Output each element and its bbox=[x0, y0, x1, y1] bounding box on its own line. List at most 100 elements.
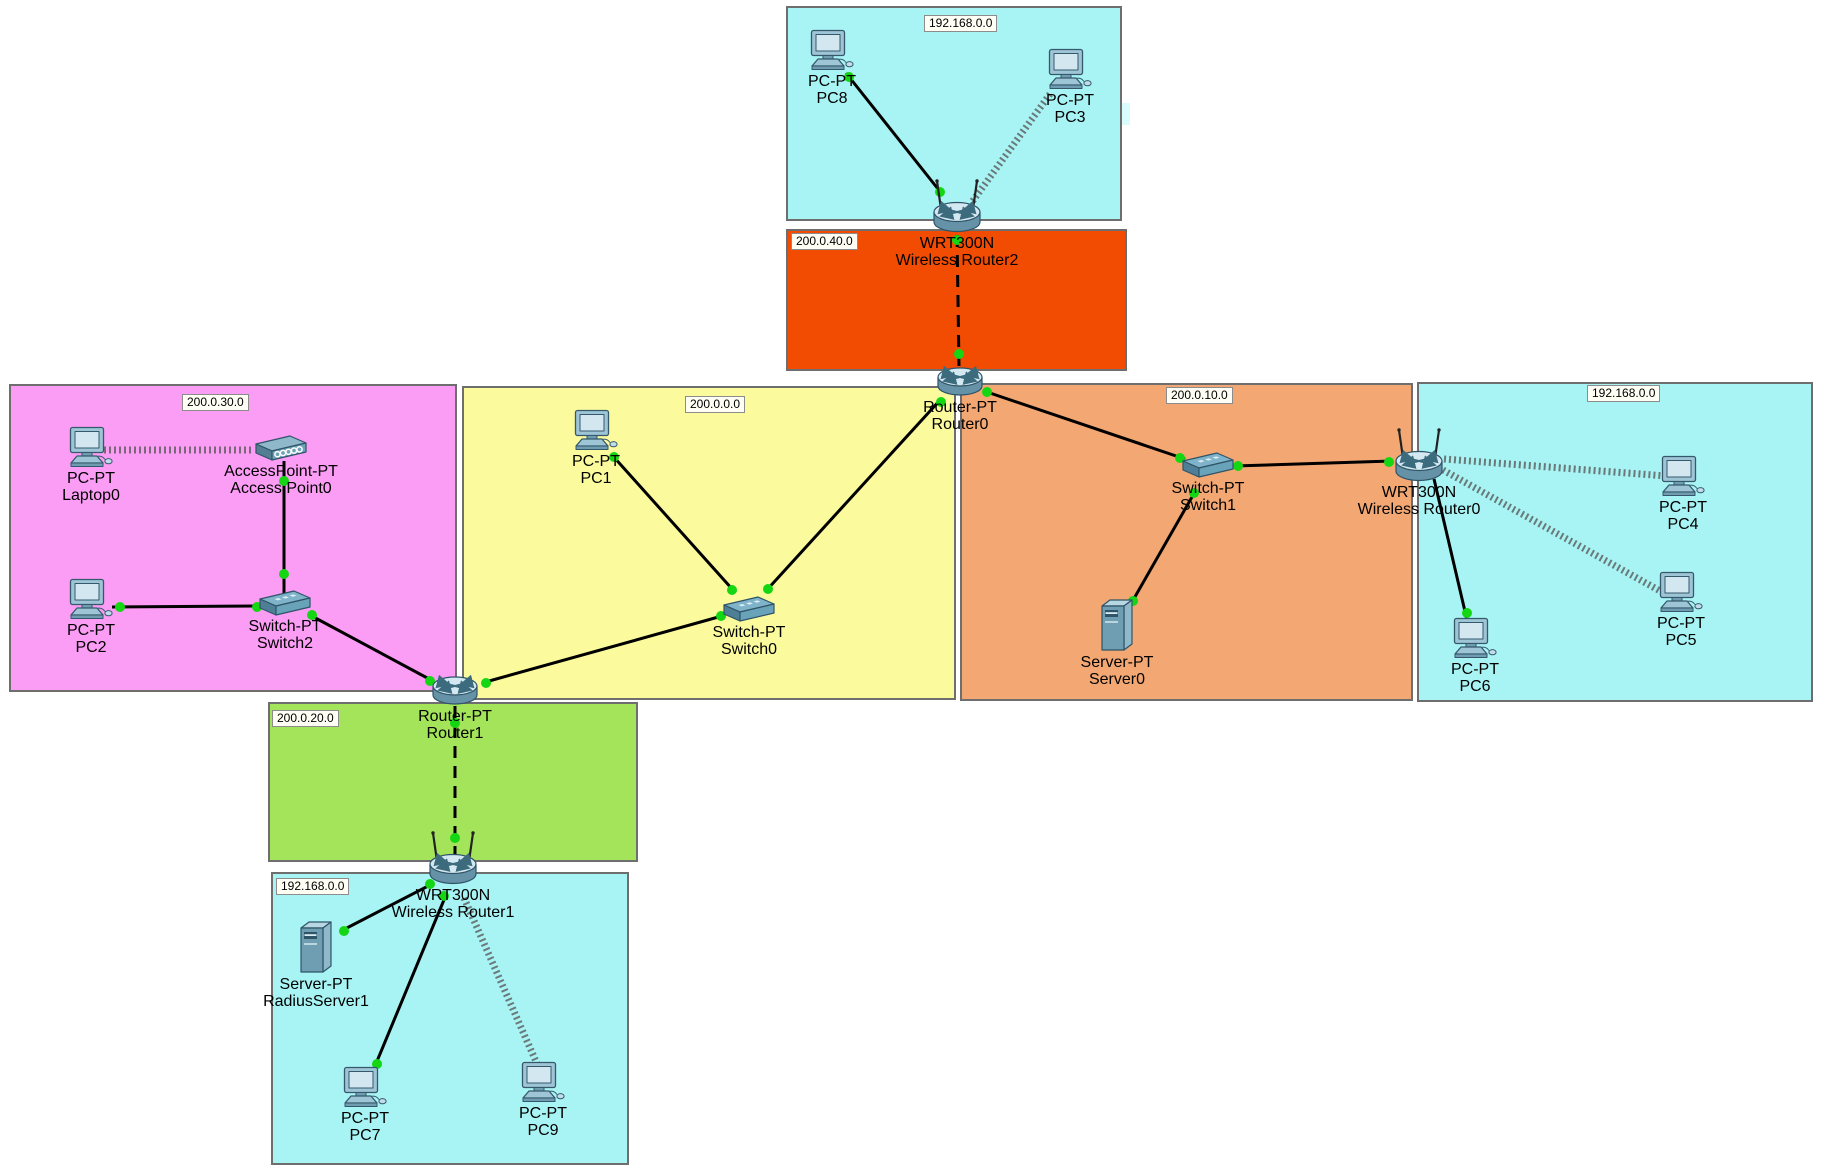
link-pc8--wireless-router2[interactable] bbox=[844, 72, 944, 195]
link-switch0--router1[interactable] bbox=[481, 614, 723, 685]
link-status-up-dot bbox=[1189, 488, 1199, 498]
device-model-label: AccessPoint-PT bbox=[224, 463, 338, 480]
link-switch2--router1[interactable] bbox=[307, 612, 432, 682]
device-name-label: PC6 bbox=[1459, 678, 1491, 695]
link-switch1--wireless-router0[interactable] bbox=[1233, 459, 1393, 468]
device-wireless-router1[interactable]: WRT300N Wireless Router1 bbox=[343, 829, 563, 921]
device-pc3[interactable]: PC-PT PC3 bbox=[960, 48, 1180, 126]
link-status-up-dot bbox=[952, 235, 962, 245]
pc-icon bbox=[68, 578, 114, 622]
device-wireless-router2[interactable]: WRT300N Wireless Router2 bbox=[847, 177, 1067, 269]
device-model-label: Switch-PT bbox=[248, 618, 322, 635]
link-wireless-router0--pc4[interactable] bbox=[1443, 455, 1667, 480]
device-model-label: PC-PT bbox=[808, 73, 856, 90]
device-switch1[interactable]: Switch-PT Switch1 bbox=[1098, 450, 1318, 514]
device-name-label: Switch1 bbox=[1179, 497, 1237, 514]
device-model-label: PC-PT bbox=[67, 470, 115, 487]
device-switch2[interactable]: Switch-PT Switch2 bbox=[175, 588, 395, 652]
device-model-label: PC-PT bbox=[341, 1110, 389, 1127]
link-wireless-router1--pc7[interactable] bbox=[373, 894, 448, 1067]
link-wireless-router1--radiusserver1[interactable] bbox=[340, 882, 433, 933]
switch-icon bbox=[1181, 450, 1235, 480]
device-pc6[interactable]: PC-PT PC6 bbox=[1365, 617, 1585, 695]
link-wireless-router0--pc5[interactable] bbox=[1441, 466, 1664, 596]
wireless-router-icon bbox=[930, 177, 984, 235]
link-pc1--switch0[interactable] bbox=[610, 453, 735, 592]
device-pc8[interactable]: PC-PT PC8 bbox=[722, 29, 942, 107]
link-status-up-dot bbox=[450, 718, 460, 728]
link-pc2--switch2[interactable] bbox=[111, 604, 260, 609]
link-status-up-dot bbox=[115, 602, 125, 612]
device-radiusserver1[interactable]: Server-PT RadiusServer1 bbox=[206, 920, 426, 1010]
device-model-label: WRT300N bbox=[1381, 484, 1457, 501]
device-access-point0[interactable]: AccessPoint-PT Access Point0 bbox=[171, 433, 391, 497]
device-pc5[interactable]: PC-PT PC5 bbox=[1571, 571, 1791, 649]
device-name-label: PC2 bbox=[75, 639, 107, 656]
link-status-up-dot bbox=[481, 678, 491, 688]
link-status-up-dot bbox=[1384, 457, 1394, 467]
device-pc4[interactable]: PC-PT PC4 bbox=[1573, 455, 1793, 533]
link-status-up-dot bbox=[954, 349, 964, 359]
region-subnet-200-0-20-0 bbox=[268, 702, 638, 862]
link-wireless-router0--pc6[interactable] bbox=[1432, 478, 1469, 621]
device-name-label: PC8 bbox=[816, 90, 848, 107]
link-router0--switch0[interactable] bbox=[763, 397, 943, 594]
link-status-up-dot bbox=[425, 879, 435, 889]
link-status-up-dot bbox=[1233, 461, 1243, 471]
access-point-icon bbox=[254, 433, 308, 463]
device-wireless-router0[interactable]: WRT300N Wireless Router0 bbox=[1309, 426, 1529, 518]
device-server0[interactable]: Server-PT Server0 bbox=[1007, 598, 1227, 688]
subnet-label-192-168-0-0-bottom: 192.168.0.0 bbox=[276, 878, 350, 895]
link-router0--switch1[interactable] bbox=[983, 389, 1186, 461]
router-icon bbox=[936, 365, 984, 399]
device-name-label: PC5 bbox=[1665, 632, 1697, 649]
pc-icon bbox=[68, 426, 114, 470]
link-status-up-dot bbox=[307, 610, 317, 620]
server-icon bbox=[298, 920, 334, 976]
link-status-up-dot bbox=[609, 452, 619, 462]
subnet-label-200-0-40-0: 200.0.40.0 bbox=[791, 233, 858, 250]
wireless-router-icon bbox=[426, 829, 480, 887]
link-status-up-dot bbox=[844, 72, 854, 82]
region-resize-handle bbox=[1122, 103, 1130, 125]
pc-icon bbox=[809, 29, 855, 73]
device-pc2[interactable]: PC-PT PC2 bbox=[0, 578, 201, 656]
switch-icon bbox=[722, 594, 776, 624]
link-wireless-router1--pc9[interactable] bbox=[460, 896, 542, 1068]
switch-icon bbox=[258, 588, 312, 618]
link-status-up-dot bbox=[1462, 608, 1472, 618]
device-model-label: PC-PT bbox=[1451, 661, 1499, 678]
device-name-label: Wireless Router1 bbox=[391, 904, 515, 921]
device-name-label: PC3 bbox=[1054, 109, 1086, 126]
device-pc7[interactable]: PC-PT PC7 bbox=[255, 1066, 475, 1144]
device-model-label: Router-PT bbox=[923, 399, 997, 416]
device-name-label: Server0 bbox=[1088, 671, 1146, 688]
device-name-label: Router0 bbox=[931, 416, 989, 433]
subnet-label-200-0-0-0: 200.0.0.0 bbox=[685, 396, 746, 413]
link-status-up-dot bbox=[439, 891, 449, 901]
device-name-label: Access Point0 bbox=[230, 480, 332, 497]
pc-icon bbox=[1658, 571, 1704, 615]
link-switch1--server0[interactable] bbox=[1130, 489, 1198, 603]
subnet-label-200-0-10-0: 200.0.10.0 bbox=[1166, 387, 1233, 404]
device-model-label: Switch-PT bbox=[712, 624, 786, 641]
device-switch0[interactable]: Switch-PT Switch0 bbox=[639, 594, 859, 658]
device-laptop0[interactable]: PC-PT Laptop0 bbox=[0, 426, 201, 504]
device-router0[interactable]: Router-PT Router0 bbox=[850, 365, 1070, 433]
device-pc9[interactable]: PC-PT PC9 bbox=[433, 1061, 653, 1139]
pc-icon bbox=[573, 409, 619, 453]
link-pc3--wireless-router2[interactable] bbox=[969, 91, 1053, 205]
device-name-label: PC7 bbox=[349, 1127, 381, 1144]
device-pc1[interactable]: PC-PT PC1 bbox=[486, 409, 706, 487]
subnet-label-200-0-30-0: 200.0.30.0 bbox=[182, 394, 249, 411]
link-status-up-dot bbox=[372, 1059, 382, 1069]
device-model-label: WRT300N bbox=[415, 887, 491, 904]
device-name-label: Switch0 bbox=[720, 641, 778, 658]
subnet-label-192-168-0-0-right: 192.168.0.0 bbox=[1587, 385, 1661, 402]
link-status-up-dot bbox=[936, 397, 946, 407]
device-name-label: RadiusServer1 bbox=[263, 993, 369, 1010]
link-wireless-router2--router0[interactable] bbox=[955, 234, 961, 367]
device-router1[interactable]: Router-PT Router1 bbox=[345, 674, 565, 742]
device-model-label: PC-PT bbox=[1657, 615, 1705, 632]
link-status-up-dot bbox=[727, 585, 737, 595]
